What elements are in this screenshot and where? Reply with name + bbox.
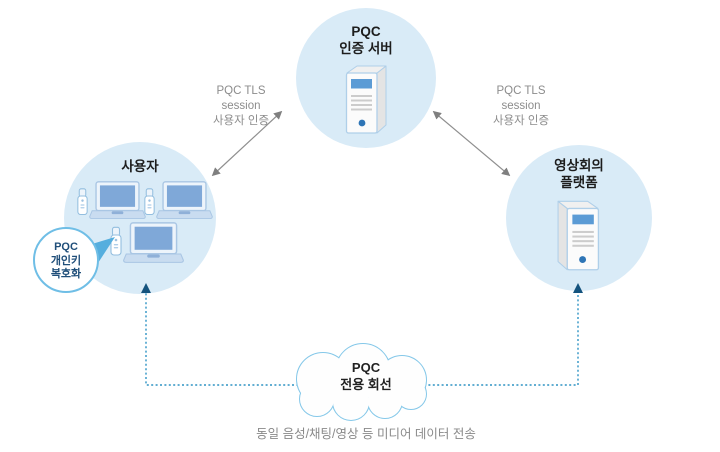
auth-server-title: PQC 인증 서버 bbox=[339, 24, 393, 56]
bottom-caption: 동일 음성/채팅/영상 등 미디어 데이터 전송 bbox=[256, 427, 476, 441]
laptop-icon bbox=[156, 181, 213, 220]
cloud-label: PQC 전용 회선 bbox=[340, 360, 392, 392]
laptop-icon bbox=[89, 181, 146, 220]
server-tower-icon bbox=[345, 65, 387, 134]
tls-session-label-left: PQC TLS session 사용자 인증 bbox=[212, 85, 270, 127]
laptop-icon bbox=[123, 222, 184, 263]
user-node-title: 사용자 bbox=[121, 159, 159, 174]
pqc-private-key-bubble: PQC 개인키 복호화 bbox=[33, 227, 99, 293]
server-tower-icon bbox=[557, 200, 600, 271]
usb-key-icon bbox=[144, 188, 155, 216]
tls-session-label-right: PQC TLS session 사용자 인증 bbox=[492, 85, 550, 127]
usb-key-icon bbox=[110, 226, 122, 256]
platform-title: 영상회의 플랫폼 bbox=[554, 158, 604, 190]
platform-node: 영상회의 플랫폼 bbox=[506, 145, 652, 291]
usb-key-icon bbox=[77, 188, 88, 216]
auth-server-node: PQC 인증 서버 bbox=[296, 8, 436, 148]
